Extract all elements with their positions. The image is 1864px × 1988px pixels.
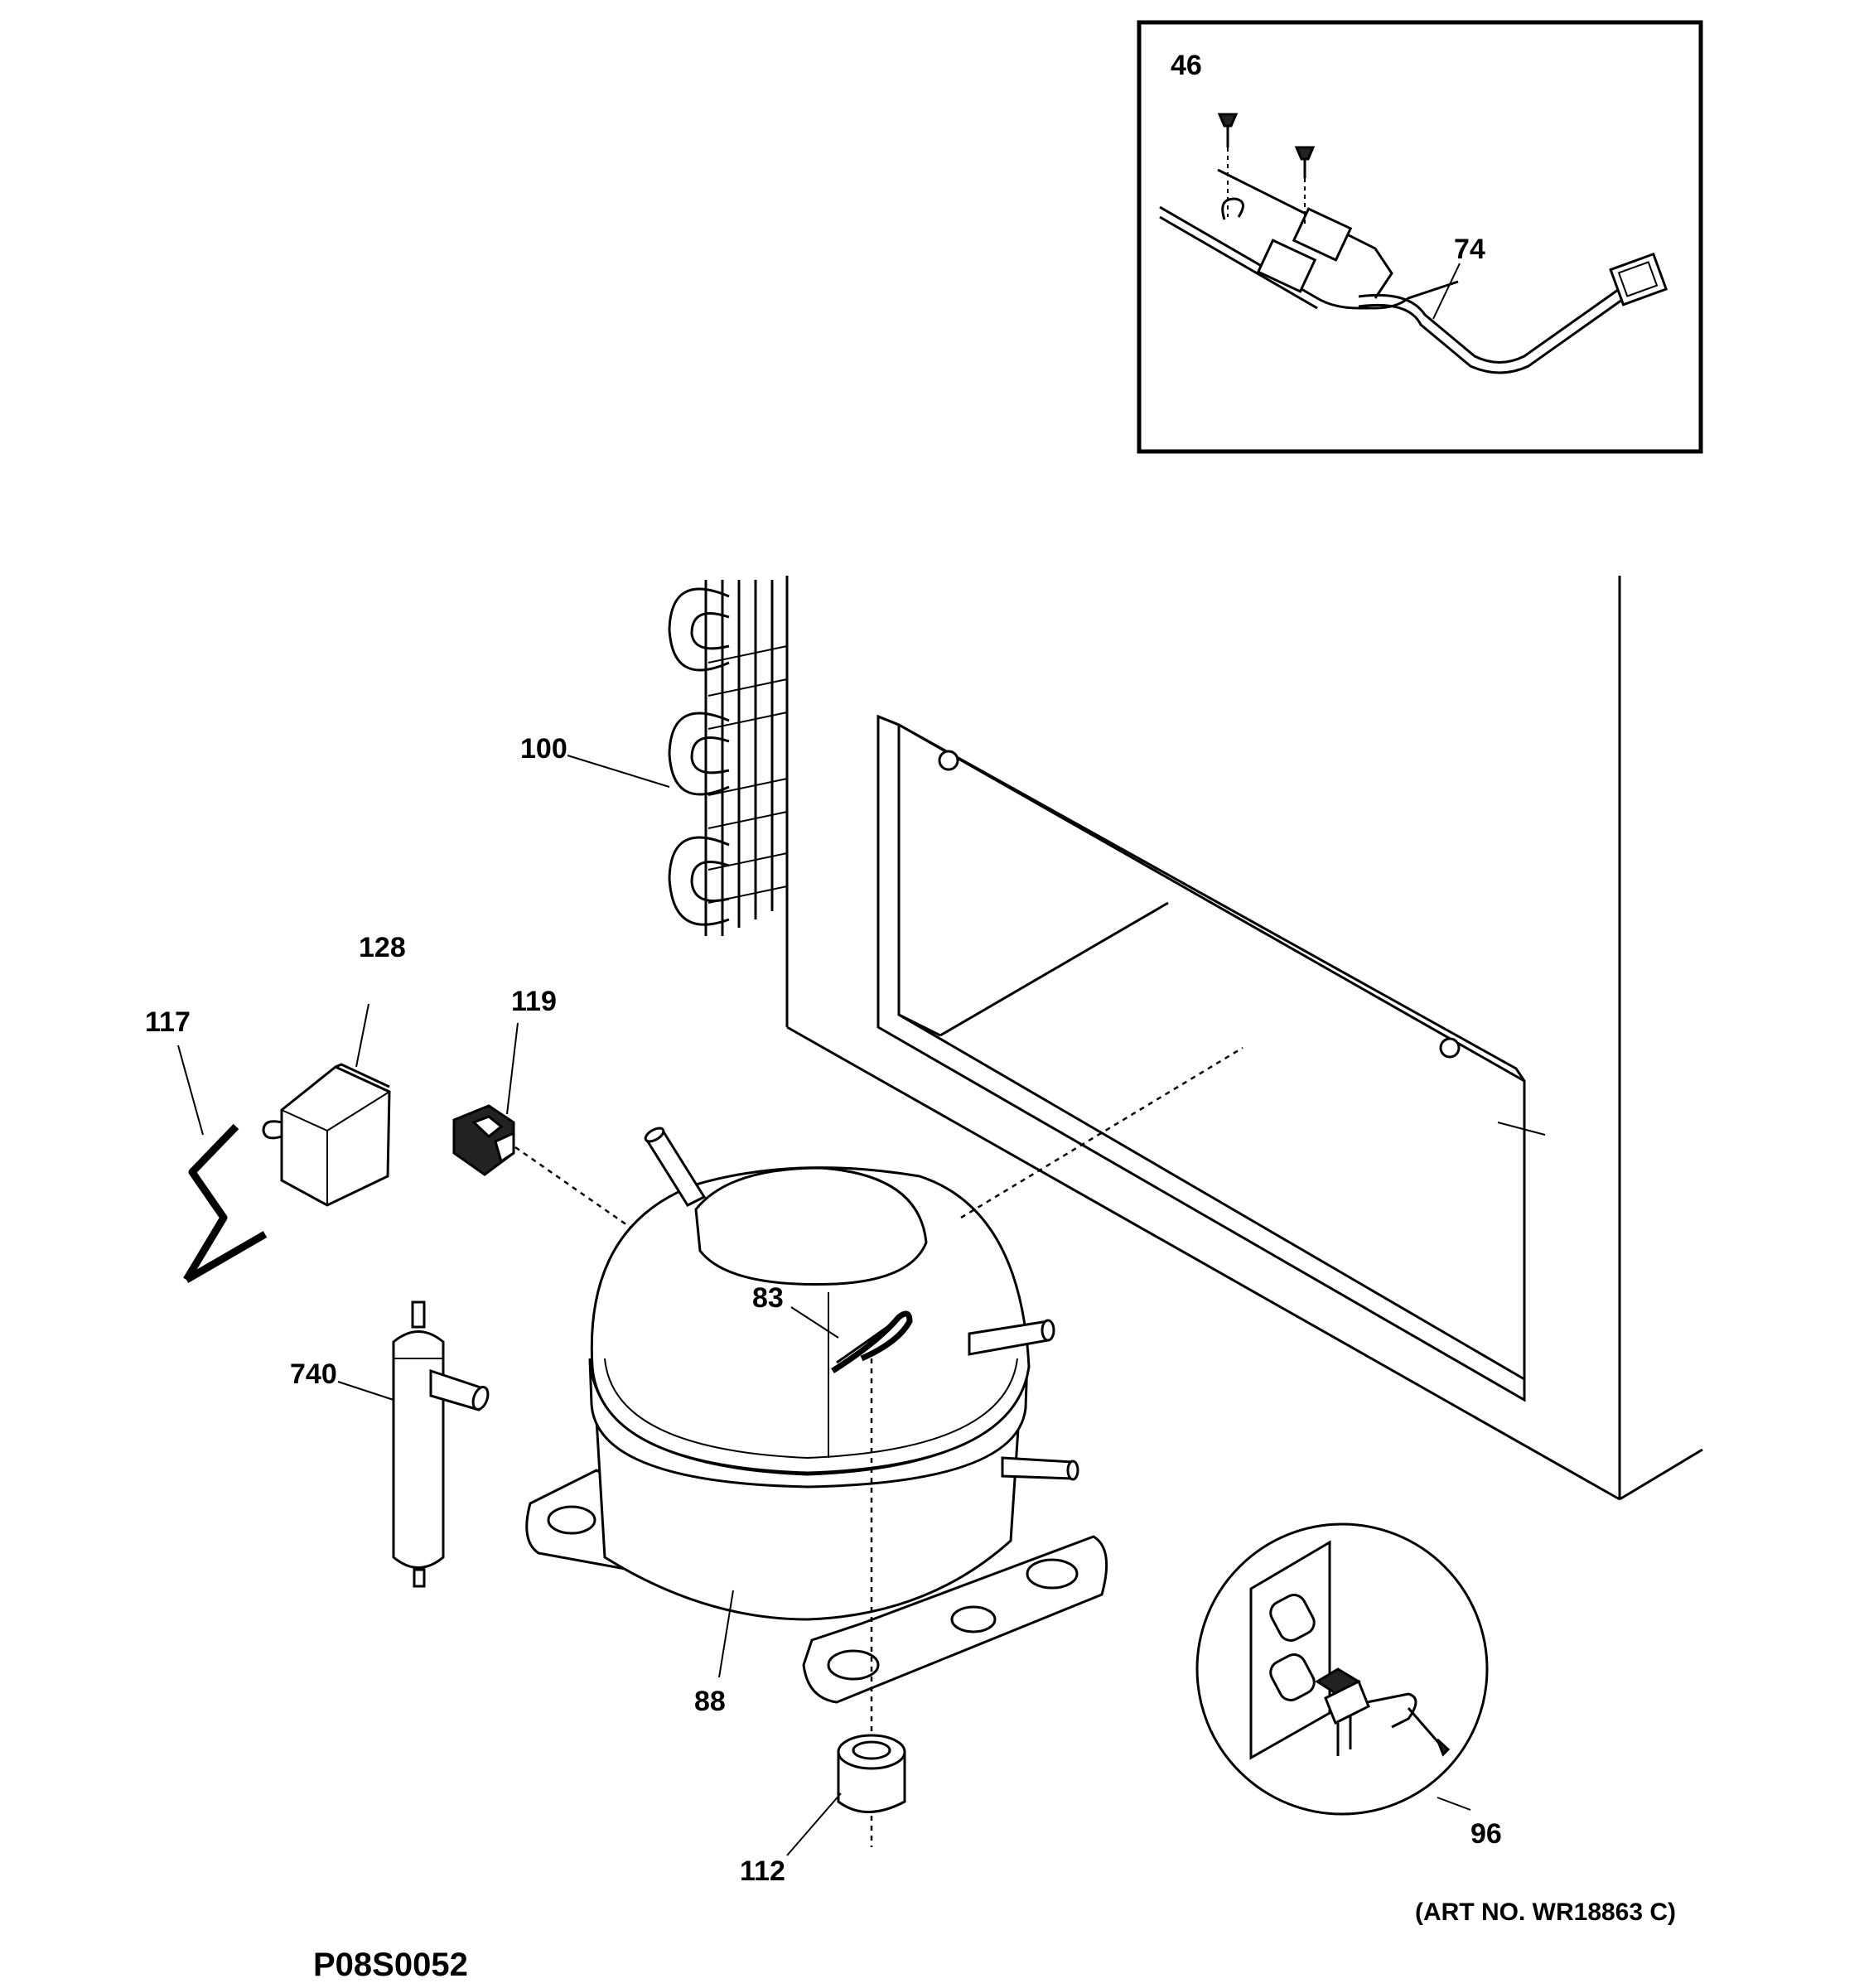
overload-protector xyxy=(452,1104,515,1176)
callout-88: 88 xyxy=(694,1686,726,1717)
harness-connector xyxy=(1256,239,1317,293)
callout-83: 83 xyxy=(752,1282,784,1314)
callout-46: 46 xyxy=(1171,50,1202,81)
filter-drier xyxy=(392,1300,490,1588)
condenser-coil xyxy=(668,580,789,936)
harness-connector xyxy=(1292,207,1353,262)
callout-96: 96 xyxy=(1470,1818,1502,1850)
callout-119: 119 xyxy=(511,986,557,1017)
assembly-path xyxy=(514,1146,647,1240)
compartment-frame xyxy=(876,714,1546,1402)
compressor xyxy=(525,1127,1108,1704)
leader-128 xyxy=(355,1003,369,1068)
harness-plug xyxy=(1609,252,1668,306)
harness-wire xyxy=(1159,205,1459,310)
terminal-clip xyxy=(831,1310,913,1373)
mounting-hole xyxy=(938,750,959,771)
leader-112 xyxy=(786,1793,842,1856)
inset-harness: 74 46 xyxy=(1137,20,1703,454)
leader-88 xyxy=(718,1590,734,1678)
harness-loop xyxy=(1221,197,1244,220)
outlet-icon xyxy=(1269,1594,1316,1642)
cabinet-body xyxy=(785,576,1703,1501)
power-cord-detail xyxy=(1195,1522,1489,1816)
leader-83 xyxy=(790,1306,839,1339)
rubber-grommet xyxy=(837,1734,906,1813)
harness-main-cable xyxy=(1358,284,1625,364)
harness-wire xyxy=(1217,168,1393,299)
inset-frame xyxy=(1137,20,1703,454)
leader-74 xyxy=(1432,263,1461,320)
callout-74: 74 xyxy=(1454,234,1485,265)
screw-icon xyxy=(1294,146,1316,228)
callout-128: 128 xyxy=(359,932,406,963)
art-number: (ART NO. WR18863 C) xyxy=(1415,1899,1676,1926)
leader-117 xyxy=(177,1045,204,1136)
leader-96 xyxy=(1437,1797,1471,1811)
leader-119 xyxy=(506,1022,519,1115)
callout-117: 117 xyxy=(145,1006,191,1038)
callout-100: 100 xyxy=(520,733,567,765)
callout-112: 112 xyxy=(740,1855,785,1887)
mounting-hole xyxy=(1439,1037,1461,1059)
page-code: P08S0052 xyxy=(313,1947,468,1983)
relay-cover xyxy=(262,1063,391,1207)
callout-740: 740 xyxy=(290,1358,337,1390)
retaining-clip xyxy=(183,1123,268,1283)
leader-100 xyxy=(567,755,670,788)
outlet-icon xyxy=(1269,1653,1316,1701)
harness-main-cable xyxy=(1358,294,1629,374)
harness-wire xyxy=(1159,215,1318,310)
screw-icon xyxy=(1217,113,1239,217)
leader-740 xyxy=(337,1381,394,1401)
